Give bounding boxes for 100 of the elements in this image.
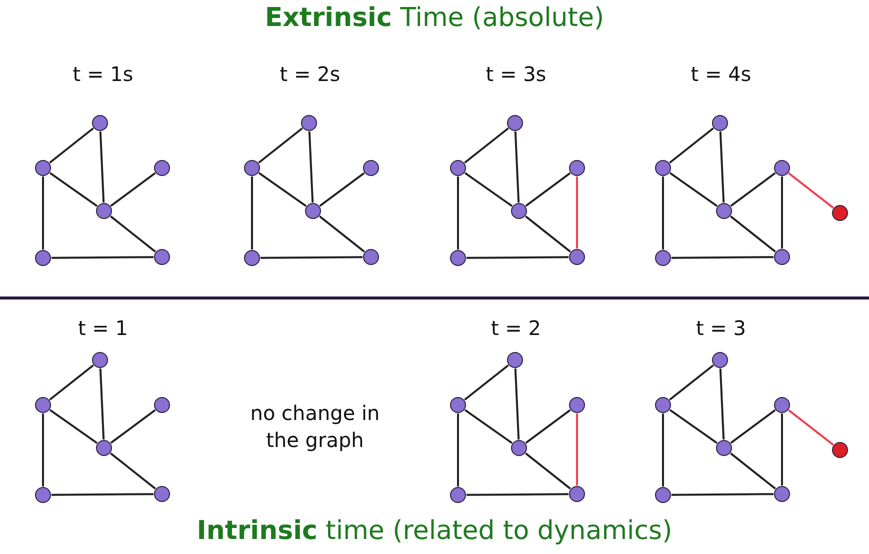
graph-edge: [671, 256, 774, 259]
graph-vertex: [34, 396, 50, 412]
graph-edge: [99, 368, 105, 440]
graph-edge: [110, 216, 156, 252]
graph-vertex: [506, 114, 522, 130]
graph-edge: [110, 409, 156, 444]
graph-edge: [464, 409, 513, 444]
graph-vertex: [92, 352, 108, 368]
graph-edge: [49, 409, 98, 444]
note-text: no change in the graph: [249, 400, 381, 454]
graph-vertex: [92, 114, 108, 130]
graph-edge: [730, 216, 776, 252]
graph-vertex: [34, 160, 50, 176]
graph-vertex: [654, 250, 670, 266]
graph-edge: [514, 368, 520, 440]
graph-edge: [110, 172, 156, 207]
title: Extrinsic Time (absolute): [264, 3, 604, 33]
graph-edge: [466, 493, 569, 496]
graph-edge: [730, 452, 776, 490]
graph-vertex: [450, 250, 466, 266]
graph-edge: [525, 452, 571, 490]
graph-edge: [464, 364, 509, 401]
graph-vertex: [450, 160, 466, 176]
graph-edge: [42, 176, 44, 250]
graph-vertex: [832, 204, 848, 220]
graph-vertex: [244, 160, 260, 176]
graph-vertex: [774, 160, 790, 176]
time-label: t = 3: [696, 316, 746, 340]
graph-edge: [99, 131, 105, 203]
graph-edge: [671, 493, 774, 496]
graph-vertex: [506, 352, 522, 368]
graph-vertex: [154, 160, 170, 176]
graph-vertex: [96, 440, 112, 456]
graph-edge: [719, 131, 725, 203]
graph-edge: [669, 172, 718, 207]
graph-edge: [466, 256, 569, 259]
graph-vertex: [34, 486, 50, 502]
graph-vertex: [154, 486, 170, 502]
graph-edge: [669, 364, 714, 401]
graph-edge: [525, 172, 571, 207]
graph-edge: [319, 172, 365, 207]
graph-vertex: [654, 486, 670, 502]
graph-vertex: [362, 160, 378, 176]
graph-edge: [51, 493, 154, 496]
graph-vertex: [362, 248, 378, 264]
graph-edge: [788, 409, 834, 446]
graph-edge: [576, 414, 578, 486]
graph-edge: [669, 409, 718, 444]
graph-vertex: [96, 202, 112, 218]
graph-vertex: [300, 114, 316, 130]
graph-edge: [662, 414, 664, 486]
graph-edge: [258, 127, 303, 164]
graph-edge: [730, 172, 776, 207]
graph-edge: [49, 364, 94, 401]
time-label: t = 1: [78, 316, 128, 340]
graph-edge: [110, 452, 156, 490]
graph-edge: [781, 176, 783, 248]
graph-vertex: [774, 396, 790, 412]
graph-edge: [251, 176, 253, 250]
graph-vertex: [304, 202, 320, 218]
graph-vertex: [568, 160, 584, 176]
caption: Intrinsic time (related to dynamics): [196, 516, 672, 546]
graph-vertex: [774, 486, 790, 502]
time-label: t = 2: [490, 316, 542, 340]
graph-edge: [319, 216, 365, 252]
graph-vertex: [510, 440, 526, 456]
graph-edge: [42, 414, 44, 486]
graph-vertex: [568, 486, 584, 502]
graph-edge: [464, 127, 509, 164]
graph-vertex: [716, 440, 732, 456]
graph-vertex: [712, 352, 728, 368]
graph-edge: [730, 409, 776, 444]
graph-edge: [457, 176, 459, 250]
graph-edge: [781, 414, 783, 486]
time-label: t = 3s: [486, 62, 546, 86]
graph-vertex: [774, 248, 790, 264]
graph-edge: [464, 172, 513, 207]
time-label: t = 2s: [280, 62, 340, 86]
graph-edge: [258, 172, 307, 207]
graph-vertex: [450, 396, 466, 412]
graph-vertex: [712, 114, 728, 130]
graph-vertex: [510, 202, 526, 218]
graph-edge: [308, 131, 314, 203]
graph-vertex: [654, 396, 670, 412]
graph-vertex: [34, 250, 50, 266]
time-label: t = 4s: [690, 62, 752, 86]
time-label: t = 1s: [72, 62, 134, 86]
graph-edge: [49, 172, 98, 207]
graph-vertex: [154, 396, 170, 412]
graph-edge: [719, 368, 725, 440]
graph-vertex: [244, 250, 260, 266]
graph-vertex: [568, 396, 584, 412]
graph-vertex: [832, 442, 848, 458]
graph-vertex: [654, 160, 670, 176]
graph-vertex: [450, 486, 466, 502]
graph-vertex: [154, 248, 170, 264]
graph-edge: [49, 127, 94, 164]
graph-edge: [525, 409, 571, 444]
graph-edge: [525, 216, 571, 252]
graph-edge: [669, 127, 714, 164]
